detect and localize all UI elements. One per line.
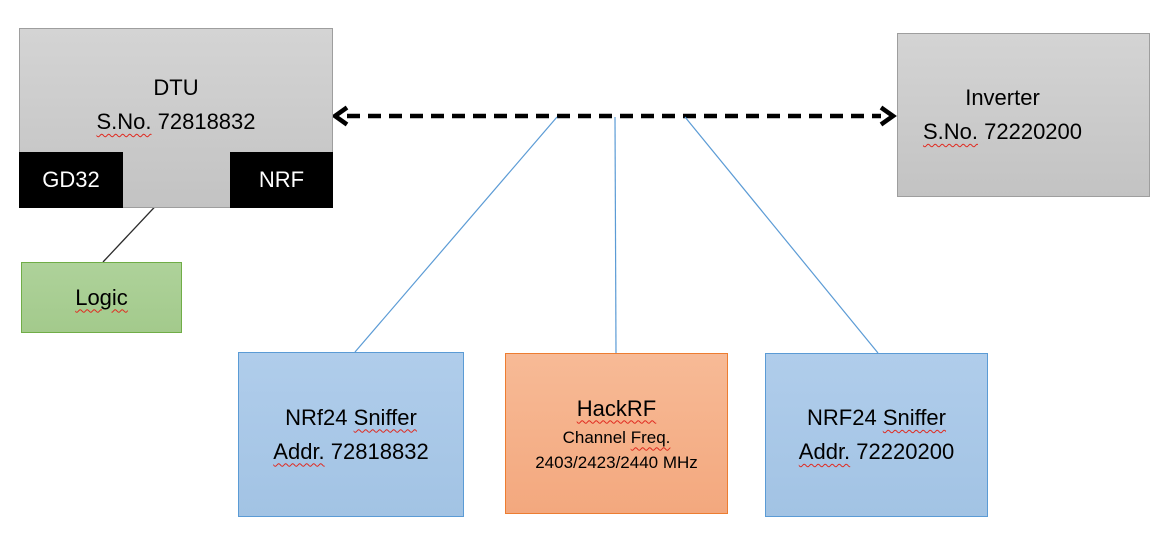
inverter-node: Inverter S.No. 72220200	[897, 33, 1150, 197]
hackrf-channel-freq: Channel Freq.	[562, 427, 671, 447]
hackrf-frequencies: 2403/2423/2440 MHz	[535, 452, 698, 472]
tap-line-sniffer-left	[354, 116, 558, 353]
dtu-title: DTU	[153, 75, 199, 100]
gd32-label: GD32	[42, 167, 100, 192]
inverter-title: Inverter	[965, 85, 1040, 110]
arrowhead-left-icon	[331, 105, 349, 127]
sniffer-left-name: NRf24 Sniffer	[285, 404, 417, 430]
sniffer-right-addr: Addr. 72220200	[798, 439, 955, 464]
sniffer-right-node: NRF24 Sniffer Addr. 72220200	[765, 353, 988, 517]
inverter-serial: S.No. 72220200	[922, 119, 1083, 144]
hackrf-title: HackRF	[576, 395, 657, 421]
sniffer-right-name: NRF24 Sniffer	[807, 405, 946, 430]
gd32-chip: GD32	[19, 152, 123, 208]
tap-line-hackrf	[614, 116, 617, 354]
nrf-label: NRF	[258, 167, 305, 192]
nrf-chip: NRF	[230, 152, 333, 208]
sniffer-left-node: NRf24 Sniffer Addr. 72818832	[238, 352, 464, 517]
hackrf-node: HackRF Channel Freq. 2403/2423/2440 MHz	[505, 353, 728, 514]
arrowhead-right-icon	[879, 105, 897, 127]
tap-line-sniffer-right	[684, 116, 879, 354]
dtu-serial: S.No. 72818832	[96, 109, 256, 134]
logic-label: Logic	[75, 284, 128, 310]
logic-node: Logic	[21, 262, 182, 333]
sniffer-left-addr: Addr. 72818832	[273, 438, 429, 464]
